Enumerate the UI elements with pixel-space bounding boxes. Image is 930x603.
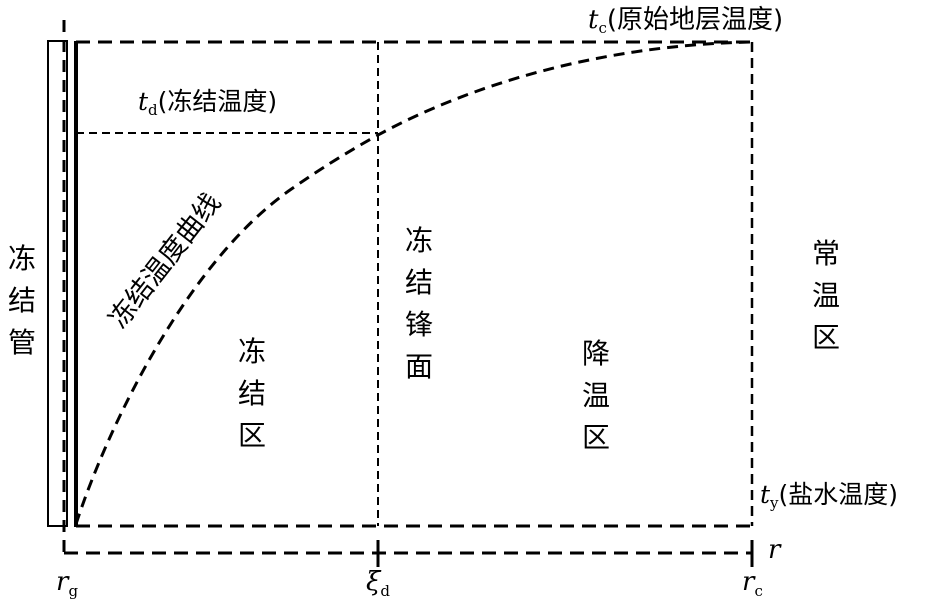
freeze-pipe-char-1: 冻 bbox=[8, 242, 36, 275]
front-char-4: 面 bbox=[405, 350, 433, 383]
freeze-pipe-box bbox=[47, 40, 68, 527]
cooling-zone-char-2: 温 bbox=[582, 379, 610, 412]
freeze-pipe-char-3: 管 bbox=[8, 326, 36, 359]
td-label: td(冻结温度) bbox=[138, 87, 277, 119]
front-char-3: 锋 bbox=[405, 308, 433, 341]
front-char-1: 冻 bbox=[405, 224, 433, 257]
frozen-zone-char-2: 结 bbox=[238, 377, 266, 410]
normal-zone-char-3: 区 bbox=[812, 321, 840, 354]
curve-label: 冻结温度曲线 bbox=[103, 188, 227, 335]
frozen-zone-char-3: 区 bbox=[238, 419, 266, 452]
ty-label: ty(盐水温度) bbox=[760, 480, 898, 512]
cooling-zone-char-3: 区 bbox=[582, 421, 610, 454]
frozen-zone-char-1: 冻 bbox=[238, 335, 266, 368]
rc-label: rc bbox=[742, 567, 763, 600]
front-char-2: 结 bbox=[405, 266, 433, 299]
normal-zone-char-2: 温 bbox=[812, 279, 840, 312]
tc-label: tc(原始地层温度) bbox=[588, 5, 783, 37]
rg-label: rg bbox=[56, 567, 78, 600]
cooling-zone-char-1: 降 bbox=[582, 337, 610, 370]
r-axis-label: r bbox=[768, 535, 782, 565]
xid-label: ξd bbox=[366, 567, 390, 600]
temperature-curve bbox=[74, 40, 753, 525]
freeze-pipe-char-2: 结 bbox=[8, 284, 36, 317]
normal-zone-char-1: 常 bbox=[812, 237, 840, 270]
